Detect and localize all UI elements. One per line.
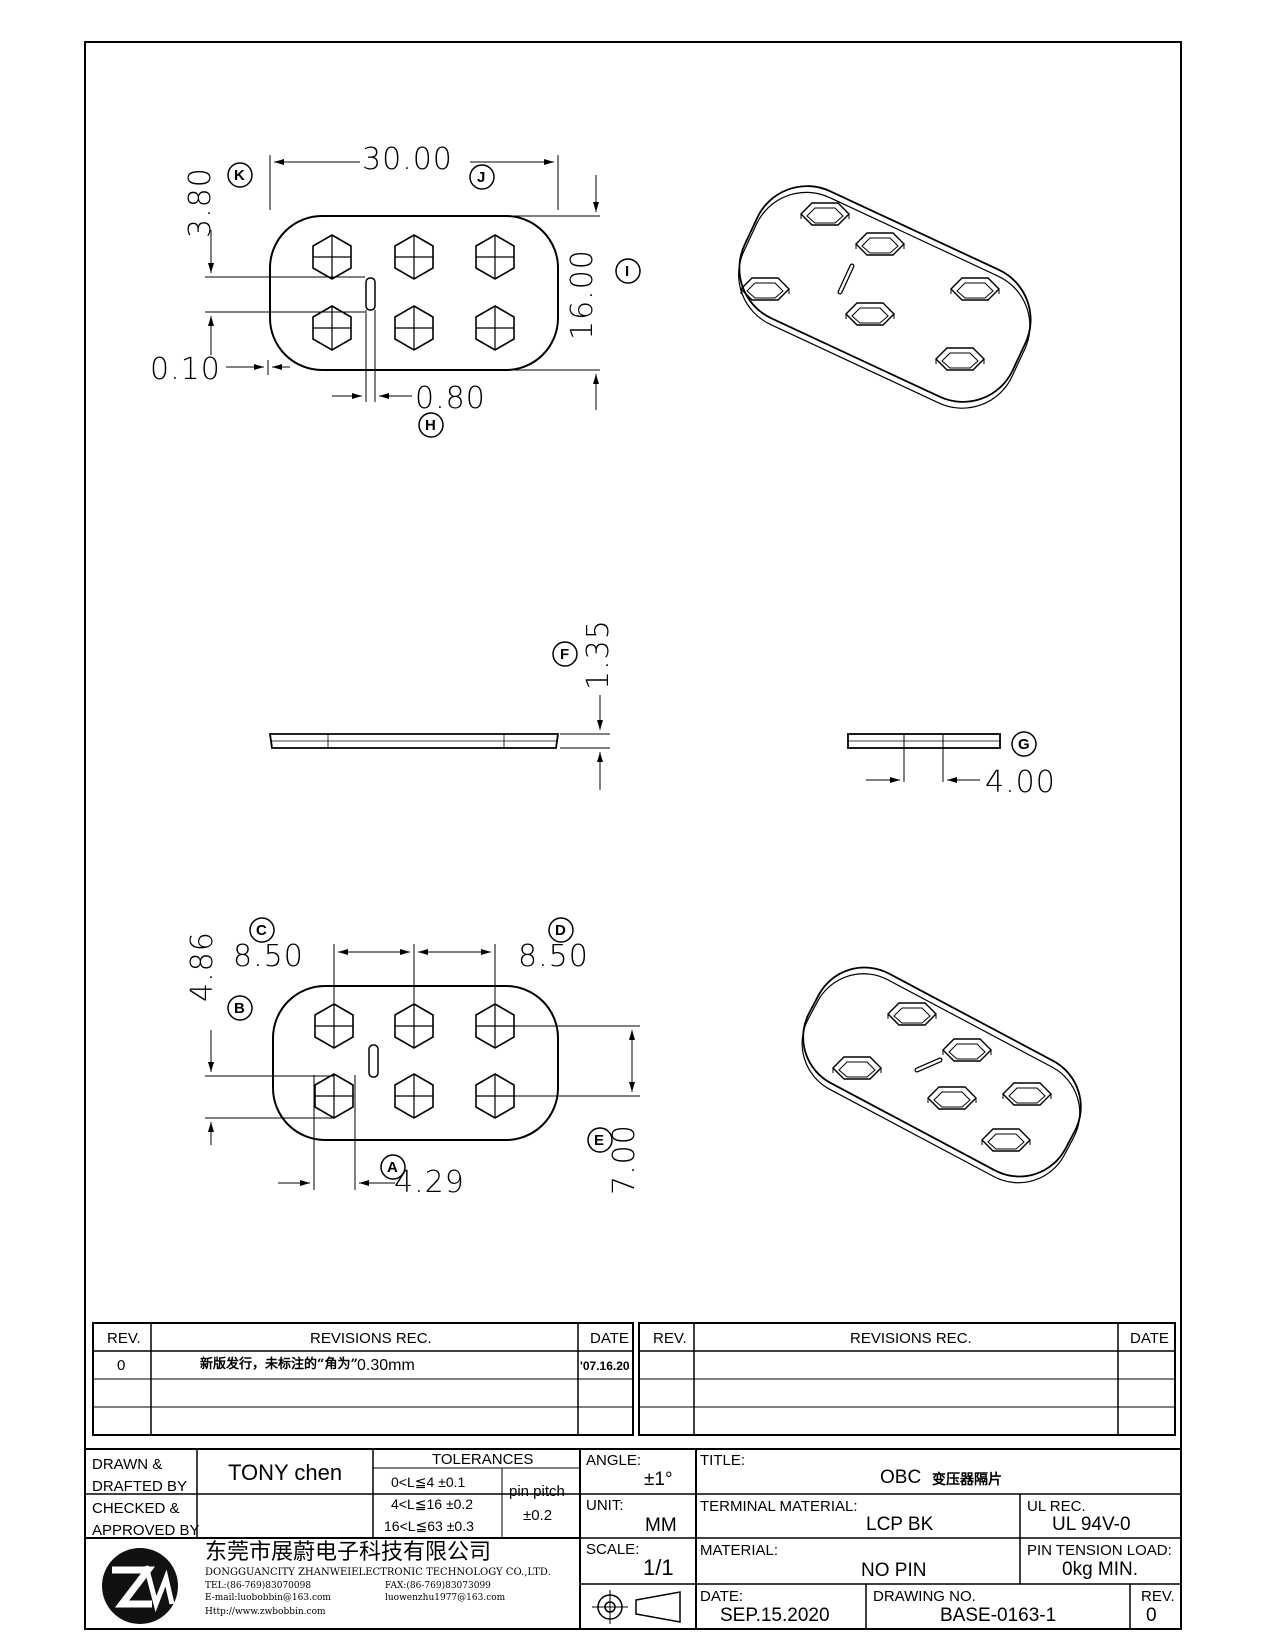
callout-d: D [555,922,566,939]
rev-row-0-rec: 新版发行，未标注的“角为” [200,1357,358,1372]
end-view [847,731,1037,783]
company-web: Http://www.zwbobbin.com [205,1607,326,1617]
ul-value: UL 94V-0 [1052,1514,1131,1535]
rev-row-0-val: 0.30mm [357,1357,415,1374]
callout-j: J [477,169,486,186]
scale-value: 1/1 [643,1555,674,1580]
top-view-1 [205,155,641,438]
tol-2: 4<L≦16 ±0.2 [391,1496,474,1512]
drawing-no-label: DRAWING NO. [873,1588,976,1605]
company-fax: FAX:(86-769)83073099 [385,1581,491,1591]
callout-e: E [594,1132,605,1149]
bottom-view [205,917,640,1190]
title-block-lines [84,1448,1182,1630]
dim-i: 16.00 [565,249,600,340]
dim-a: 4.29 [394,1165,465,1200]
callout-k: K [234,167,245,184]
dim-c: 8.50 [233,939,304,974]
pin-pitch-label: pin pitch [509,1483,565,1500]
dim-d: 8.50 [518,939,589,974]
dim-g: 4.00 [985,765,1056,800]
checked-label: CHECKED & APPROVED BY [92,1500,200,1539]
company-logo [102,1548,178,1624]
dim-k: 3.80 [183,167,218,238]
rev-right-date-header: DATE [1130,1330,1169,1347]
callout-c: C [256,922,267,939]
revision-tables [92,1322,1176,1436]
company-name-en: DONGGUANCITY ZHANWEIELECTRONIC TECHNOLOG… [205,1567,551,1578]
rev-row-0-date: '07.16.20 [580,1359,630,1373]
dim-f: 1.35 [581,619,616,690]
drawing-no-value: BASE-0163-1 [940,1605,1057,1626]
terminal-value: LCP BK [866,1514,934,1535]
company-name-cn: 东莞市展蔚电子科技有限公司 [205,1540,492,1565]
dim-e: 7.00 [607,1124,642,1195]
pin-pitch-tol: ±0.2 [523,1507,553,1524]
dim-j: 30.00 [362,142,453,177]
company-email2: luowenzhu1977@163.com [385,1593,506,1603]
rev-value: 0 [1146,1605,1157,1626]
scale-label: SCALE: [586,1541,640,1558]
iso-view-1 [738,185,1032,409]
terminal-label: TERMINAL MATERIAL: [700,1498,858,1515]
tol-3: 16<L≦63 ±0.3 [384,1518,474,1534]
company-email: E-mail:luobobbin@163.com [205,1593,331,1603]
title-value-en: OBC [880,1467,922,1488]
rev-right-rec-header: REVISIONS REC. [850,1330,972,1347]
date-value: SEP.15.2020 [720,1605,830,1626]
unit-label: UNIT: [586,1497,624,1514]
callout-a: A [387,1159,398,1176]
iso-view-2 [801,966,1082,1184]
drawn-label: DRAWN & DRAFTED BY [92,1456,188,1495]
rev-right-rev-header: REV. [653,1330,687,1347]
rev-left-date-header: DATE [590,1330,629,1347]
drawn-by: TONY chen [228,1460,343,1485]
title-label: TITLE: [700,1452,746,1469]
dim-h: 0.80 [415,381,486,416]
rev-label: REV. [1141,1588,1175,1605]
rev-left-rec-header: REVISIONS REC. [310,1330,432,1347]
pin-tension-value: 0kg MIN. [1062,1559,1139,1580]
callout-g: G [1018,736,1030,753]
callout-b: B [234,1000,245,1017]
callout-f: F [560,646,570,663]
unit-value: MM [645,1515,677,1536]
tol-1: 0<L≦4 ±0.1 [391,1474,466,1490]
tolerances-label: TOLERANCES [432,1451,534,1468]
angle-label: ANGLE: [586,1452,642,1469]
callout-h: H [425,417,436,434]
angle-value: ±1° [644,1469,673,1490]
callout-i: I [625,263,630,280]
side-view [268,641,610,790]
dim-010: 0.10 [150,352,221,387]
rev-row-0-rev: 0 [117,1357,126,1374]
dim-b: 4.86 [185,931,220,1002]
rev-left-rev-header: REV. [107,1330,141,1347]
ul-label: UL REC. [1027,1498,1086,1515]
title-value-cn: 变压器隔片 [932,1472,1002,1488]
company-tel: TEL:(86-769)83070098 [205,1581,312,1591]
material-label: MATERIAL: [700,1542,779,1559]
pin-tension-label: PIN TENSION LOAD: [1027,1542,1172,1559]
date-label: DATE: [700,1588,744,1605]
drawing-frame [84,41,1182,1630]
material-value: NO PIN [861,1560,927,1581]
